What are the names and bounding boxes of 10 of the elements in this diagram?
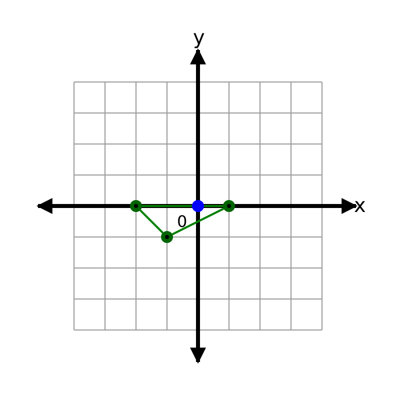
axis-label: y	[193, 27, 205, 47]
point-marker	[223, 200, 235, 212]
point-marker	[161, 231, 173, 243]
axis-label: x	[354, 195, 366, 215]
point-marker	[192, 200, 204, 212]
triangle-side	[172, 208, 224, 236]
point-marker	[130, 200, 142, 212]
axis-label: 0	[177, 214, 188, 230]
triangle-side	[140, 210, 164, 234]
triangle-side	[142, 205, 223, 207]
